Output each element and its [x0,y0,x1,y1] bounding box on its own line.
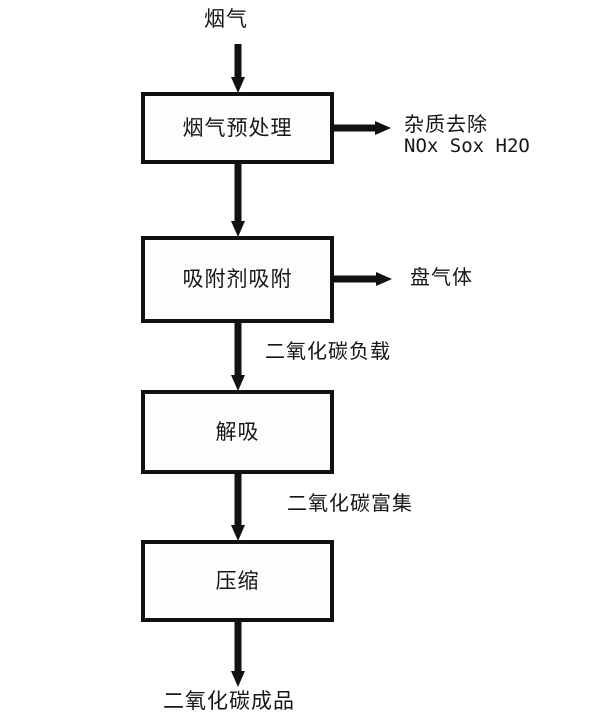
input-label-flue-gas: 烟气 [204,7,248,31]
process-node-label: 压缩 [215,568,260,593]
output-sublabel-impurity-species: NOx Sox H2O [404,135,530,157]
output-label-co2-product: 二氧化碳成品 [163,689,295,713]
process-node-adsorption[interactable]: 吸附剂吸附 [141,236,334,323]
stream-label-co2-enriched: 二氧化碳富集 [287,491,413,515]
output-label-lean-gas: 盘气体 [410,265,473,289]
output-label-impurity-removal: 杂质去除 [404,112,488,136]
process-node-pretreatment[interactable]: 烟气预处理 [141,92,334,164]
process-node-label: 吸附剂吸附 [182,267,293,291]
process-node-label: 烟气预处理 [182,115,293,140]
process-node-compression[interactable]: 压缩 [141,540,334,622]
stream-label-co2-loaded: 二氧化碳负载 [265,339,391,363]
process-node-label: 解吸 [215,419,260,444]
process-node-desorption[interactable]: 解吸 [141,390,334,474]
